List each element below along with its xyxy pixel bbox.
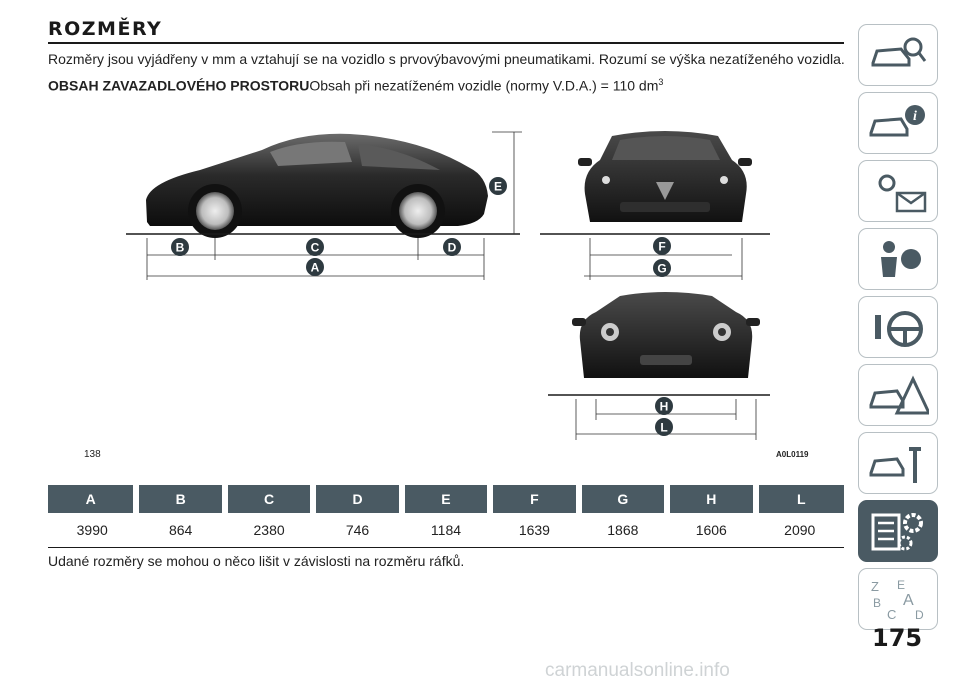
table-header-cell: B <box>133 485 225 513</box>
tab-specifications[interactable] <box>858 500 938 562</box>
svg-text:i: i <box>913 109 917 124</box>
car-maintenance-icon <box>869 447 921 483</box>
tab-index[interactable]: Z E B A C D <box>858 568 938 630</box>
svg-text:Z: Z <box>871 579 879 594</box>
marker-a: A <box>306 258 324 276</box>
svg-text:B: B <box>873 596 881 610</box>
table-header-cell: H <box>664 485 756 513</box>
tab-car-search[interactable] <box>858 24 938 86</box>
marker-e: E <box>489 177 507 195</box>
steering-wheel-icon <box>875 311 923 347</box>
table-header-cell: E <box>398 485 491 513</box>
table-cell: 1639 <box>490 513 579 548</box>
dashboard-lights-icon <box>878 174 927 213</box>
table-cell: 746 <box>313 513 402 548</box>
rear-view-car <box>572 292 760 378</box>
car-info-icon: i <box>869 105 925 137</box>
table-cell: 864 <box>136 513 225 548</box>
side-view-car <box>146 133 488 238</box>
table-header-cell: F <box>487 485 579 513</box>
index-letters-icon: Z E B A C D <box>871 578 924 622</box>
marker-g: G <box>653 259 671 277</box>
marker-b: B <box>171 238 189 256</box>
marker-h: H <box>655 397 673 415</box>
tab-car-emergency[interactable] <box>858 364 938 426</box>
marker-b-label: B <box>176 241 185 255</box>
svg-text:A: A <box>903 592 914 609</box>
front-view-car <box>578 131 752 222</box>
svg-text:D: D <box>915 608 924 622</box>
marker-c-label: C <box>311 241 320 255</box>
marker-l: L <box>655 418 673 436</box>
tab-airbag-safety[interactable] <box>858 228 938 290</box>
marker-d: D <box>443 238 461 256</box>
table-header-cell: L <box>752 485 844 513</box>
table-header-row: A B C D E F G H L <box>48 485 844 513</box>
luggage-unit-sup: 3 <box>658 77 664 87</box>
rim-size-note: Udané rozměry se mohou o něco lišit v zá… <box>48 553 465 569</box>
intro-paragraph: Rozměry jsou vyjádřeny v mm a vztahují s… <box>48 51 845 67</box>
figure-code: A0L0119 <box>776 450 809 459</box>
table-cell: 1868 <box>578 513 668 548</box>
marker-l-label: L <box>660 421 667 435</box>
marker-f: F <box>653 237 671 255</box>
luggage-text: Obsah při nezatíženém vozidle (normy V.D… <box>309 77 659 94</box>
table-header-cell: A <box>48 485 137 513</box>
marker-c: C <box>306 238 324 256</box>
marker-e-label: E <box>494 180 502 194</box>
marker-g-label: G <box>657 262 666 276</box>
table-header-cell: G <box>575 485 668 513</box>
marker-f-label: F <box>658 240 665 254</box>
table-cell: 3990 <box>48 513 137 548</box>
figure-number: 138 <box>84 449 101 460</box>
table-cell: 1606 <box>667 513 756 548</box>
specifications-gear-icon <box>871 513 923 551</box>
page-number: 175 <box>872 624 923 652</box>
svg-text:E: E <box>897 578 905 592</box>
tab-steering-wheel[interactable] <box>858 296 938 358</box>
tab-car-info[interactable]: i <box>858 92 938 154</box>
table-cell: 2090 <box>755 513 844 548</box>
title-rule <box>48 42 844 44</box>
table-row: 3990 864 2380 746 1184 1639 1868 1606 20… <box>48 513 844 548</box>
table-header-cell: D <box>310 485 402 513</box>
tab-car-maintenance[interactable] <box>858 432 938 494</box>
watermark: carmanualsonline.info <box>545 660 730 681</box>
marker-a-label: A <box>311 261 320 275</box>
airbag-safety-icon <box>881 241 921 277</box>
svg-text:C: C <box>887 607 896 622</box>
dimensions-table: A B C D E F G H L 3990 864 2380 746 1184… <box>48 485 844 548</box>
page-title: ROZMĚRY <box>48 18 163 40</box>
tab-dashboard-lights[interactable] <box>858 160 938 222</box>
table-cell: 2380 <box>224 513 314 548</box>
marker-d-label: D <box>448 241 457 255</box>
car-emergency-icon <box>869 375 929 415</box>
dimensions-figure: A B C D E F G H L <box>126 131 770 440</box>
car-search-icon <box>871 37 927 67</box>
marker-h-label: H <box>660 400 669 414</box>
luggage-paragraph: OBSAH ZAVAZADLOVÉHO PROSTORUObsah při ne… <box>48 77 663 94</box>
table-header-cell: C <box>221 485 314 513</box>
luggage-label: OBSAH ZAVAZADLOVÉHO PROSTORU <box>48 77 310 94</box>
table-cell: 1184 <box>401 513 491 548</box>
